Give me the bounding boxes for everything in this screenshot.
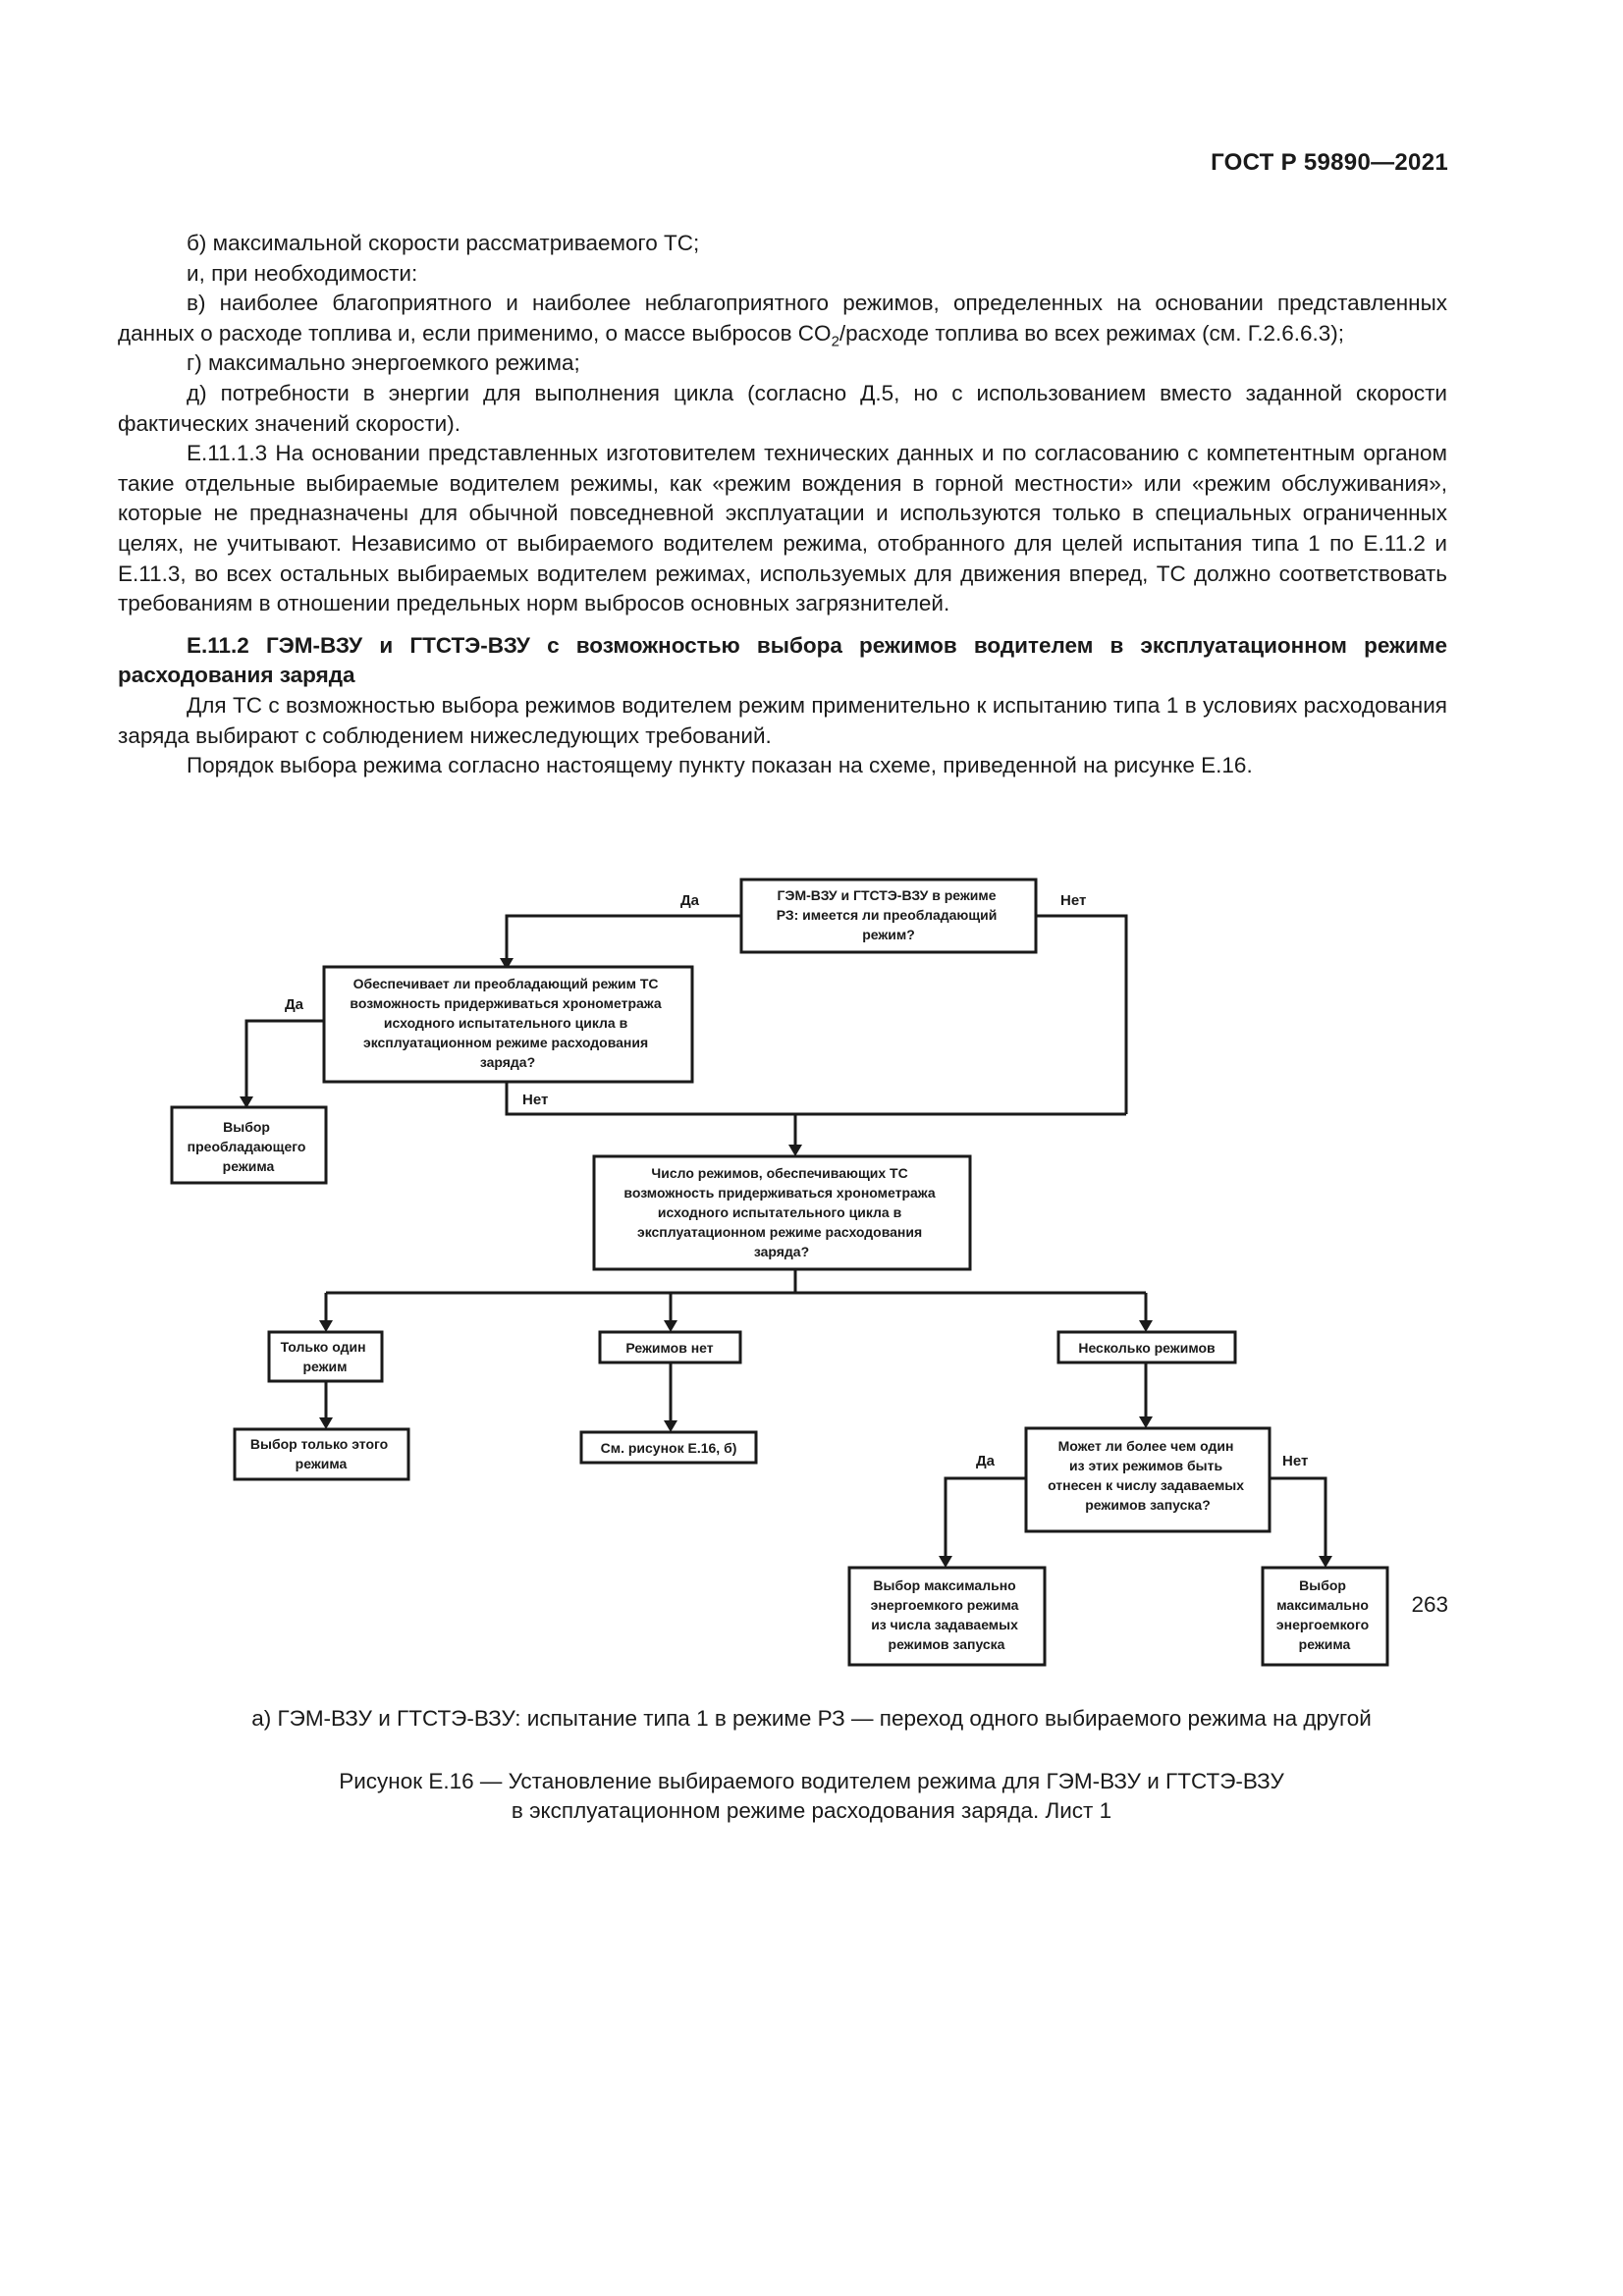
yes-label: Да bbox=[285, 996, 304, 1013]
arrowhead bbox=[1139, 1320, 1153, 1332]
result-see-figure-box bbox=[579, 1430, 758, 1465]
decision-q2-text: Обеспечивает ли преобладающий режим ТС в… bbox=[350, 976, 665, 1070]
subscript: 2 bbox=[831, 333, 839, 350]
paragraph: и, при необходимости: bbox=[187, 260, 418, 286]
result-see-figure-text: См. рисунок Е.16, б) bbox=[601, 1440, 737, 1456]
arrowhead bbox=[788, 1145, 802, 1156]
arrowhead bbox=[500, 958, 514, 970]
arrowhead bbox=[1319, 1556, 1332, 1568]
body-text: б) максимальной скорости рассматриваемог… bbox=[118, 229, 1447, 781]
paragraph: б) максимальной скорости рассматриваемог… bbox=[187, 231, 700, 255]
choice-several-box bbox=[1056, 1330, 1237, 1364]
text-span: /расходе топлива во всех режимах (см. Г.… bbox=[839, 320, 1345, 346]
decision-q4-box bbox=[1024, 1426, 1271, 1533]
paragraph: г) максимально энергоемкого режима; bbox=[187, 350, 580, 376]
connector-q3-split bbox=[324, 1269, 1148, 1321]
caption-line: в эксплуатационном режиме расходования з… bbox=[511, 1798, 1112, 1823]
text-span: в) наиболее благоприятного и наиболее не… bbox=[118, 291, 1447, 346]
arrowhead bbox=[319, 1320, 333, 1332]
decision-q4-text: Может ли более чем один из этих режимов … bbox=[1048, 1438, 1248, 1513]
connector-q1-no bbox=[1036, 914, 1128, 1114]
result-only-box bbox=[233, 1427, 410, 1481]
result-max-launch-text: Выбор максимально энергоемкого режима из… bbox=[871, 1577, 1023, 1652]
connector-q1-yes bbox=[505, 914, 741, 959]
section-heading: Е.11.2 ГЭМ-ВЗУ и ГТСТЭ-ВЗУ с возможность… bbox=[118, 632, 1447, 688]
result-max-launch-box bbox=[847, 1566, 1047, 1667]
caption-line: Рисунок Е.16 — Установление выбираемого … bbox=[339, 1769, 1284, 1793]
connector-q2-yes bbox=[244, 1019, 324, 1097]
result-max-box bbox=[1261, 1566, 1389, 1667]
decision-q2-box bbox=[322, 965, 694, 1084]
no-label: Нет bbox=[1060, 892, 1086, 909]
arrowhead bbox=[939, 1556, 952, 1568]
connector-q4-yes bbox=[944, 1476, 1026, 1557]
result-max-text: Выбор максимально энергоемкого режима bbox=[1276, 1577, 1373, 1652]
figure-subcaption: а) ГЭМ-ВЗУ и ГТСТЭ-ВЗУ: испытание типа 1… bbox=[251, 1706, 1372, 1731]
yes-label: Да bbox=[976, 1453, 996, 1469]
document-header: ГОСТ Р 59890—2021 bbox=[1211, 149, 1448, 176]
arrowhead bbox=[664, 1320, 677, 1332]
paragraph: Е.11.1.3 На основании представленных изг… bbox=[118, 441, 1447, 616]
choice-none-text: Режимов нет bbox=[625, 1340, 713, 1356]
connector-q4-no bbox=[1270, 1476, 1327, 1557]
paragraph: Порядок выбора режима согласно настоящем… bbox=[187, 753, 1253, 778]
connector-q2-no bbox=[505, 1082, 1126, 1116]
paragraph: Для ТС с возможностью выбора режимов вод… bbox=[118, 692, 1447, 748]
arrowhead bbox=[1139, 1416, 1153, 1428]
arrowhead bbox=[664, 1420, 677, 1432]
decision-q1-box bbox=[739, 878, 1038, 954]
result-predominant-text: Выбор преобладающего режима bbox=[188, 1119, 310, 1174]
figure-caption: Рисунок Е.16 — Установление выбираемого … bbox=[0, 1767, 1623, 1826]
decision-q3-text: Число режимов, обеспечивающих ТС возможн… bbox=[623, 1165, 939, 1259]
paragraph: д) потребности в энергии для выполнения … bbox=[118, 380, 1447, 436]
result-only-text: Выбор только этого режима bbox=[250, 1436, 392, 1471]
paragraph: в) наиболее благоприятного и наиболее не… bbox=[118, 289, 1447, 348]
page-number: 263 bbox=[1411, 1592, 1448, 1617]
choice-none-box bbox=[598, 1330, 742, 1364]
choice-several-text: Несколько режимов bbox=[1078, 1340, 1216, 1356]
yes-label: Да bbox=[680, 892, 700, 909]
result-predominant-box bbox=[170, 1105, 328, 1185]
choice-one-text: Только один режим bbox=[281, 1339, 370, 1374]
no-label: Нет bbox=[1282, 1453, 1308, 1469]
arrowhead bbox=[240, 1096, 253, 1108]
decision-q1-text: ГЭМ-ВЗУ и ГТСТЭ-ВЗУ в режиме РЗ: имеется… bbox=[777, 887, 1001, 942]
no-label: Нет bbox=[522, 1092, 548, 1108]
decision-q3-box bbox=[592, 1154, 972, 1271]
arrowhead bbox=[319, 1417, 333, 1429]
choice-one-box bbox=[267, 1330, 384, 1383]
